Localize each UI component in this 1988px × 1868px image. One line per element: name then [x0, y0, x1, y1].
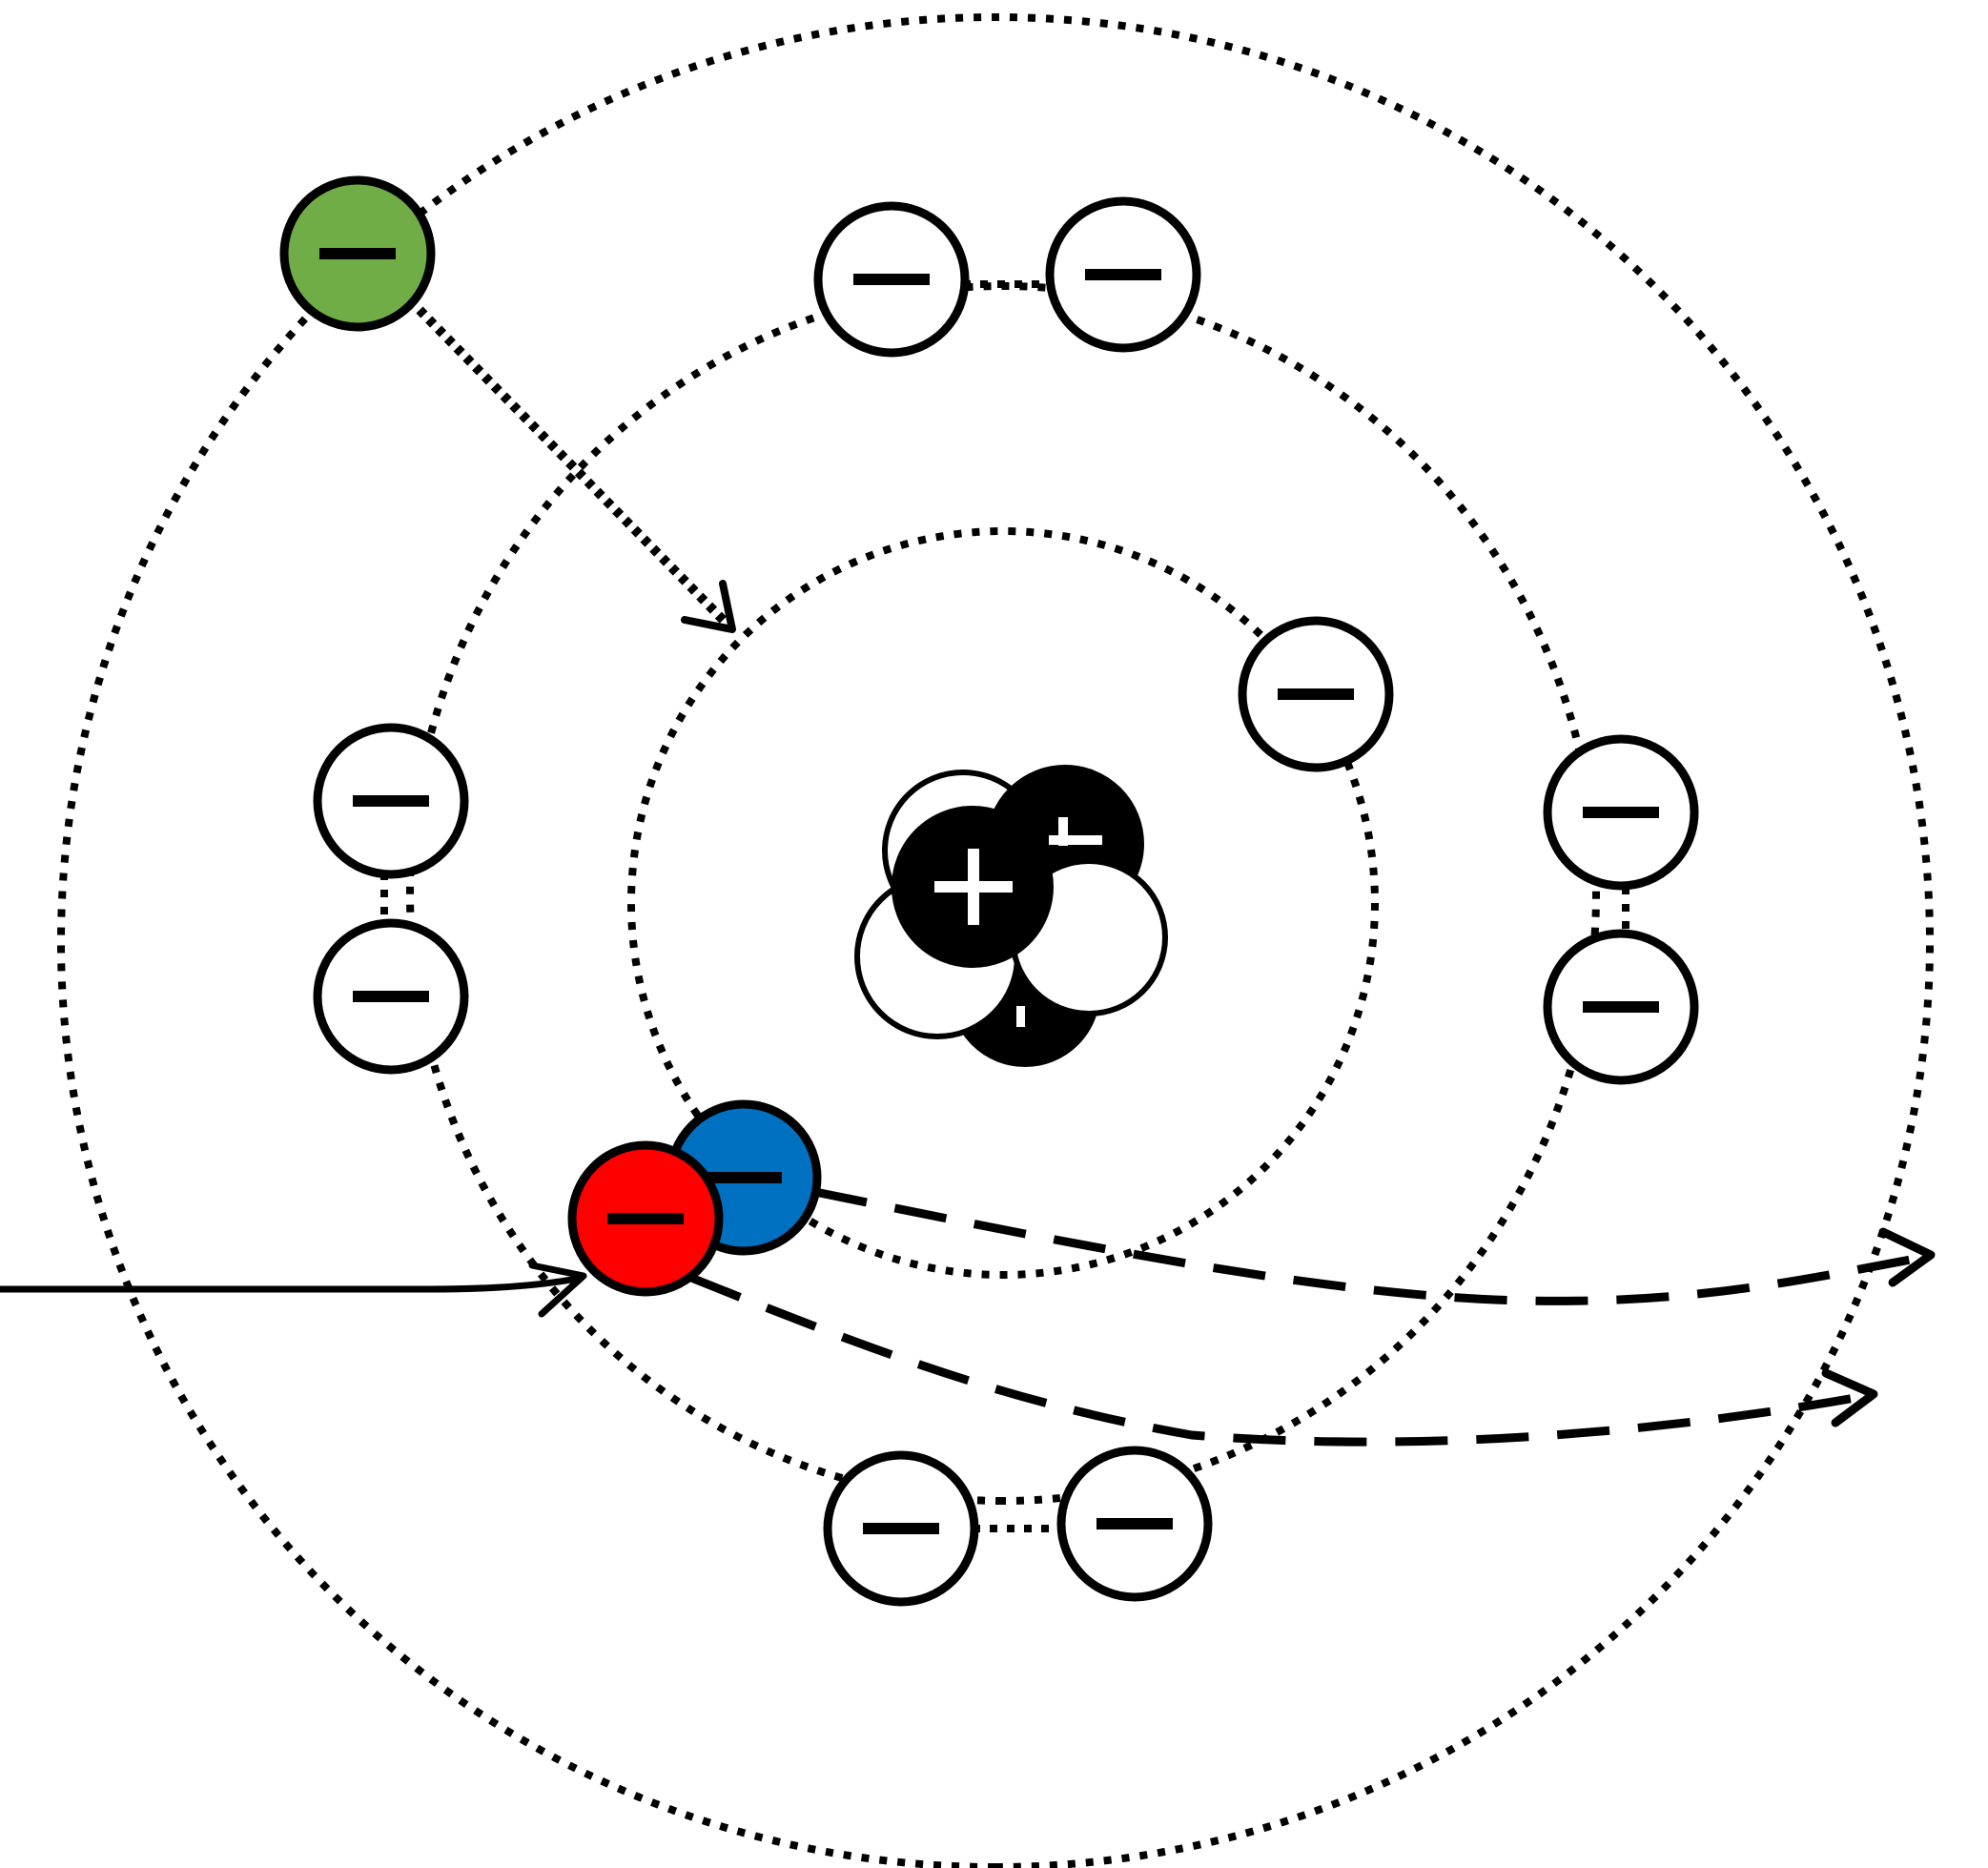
electron-pair-links — [380, 280, 1629, 1532]
incident-electron-red-minus-sign — [607, 1213, 684, 1224]
electron-middle-shell-2-minus-sign — [1085, 269, 1161, 280]
incident-electron-arrow — [0, 1274, 583, 1293]
electron-middle-shell-8-minus-sign — [1096, 1518, 1173, 1529]
proton-3-sign-v — [1016, 1006, 1025, 1027]
incident-arrow-head — [528, 1262, 587, 1318]
ejected-electron-arrow — [689, 1273, 1872, 1447]
electron-middle-shell-3-minus-sign — [353, 795, 429, 807]
electron-middle-shell-7-minus-sign — [863, 1523, 939, 1534]
nucleus — [854, 765, 1168, 1067]
electron-middle-shell-1-minus-sign — [853, 274, 930, 285]
electron-middle-shell-7 — [823, 1450, 979, 1607]
proton-1-sign-v — [1058, 817, 1068, 846]
electron-middle-shell-1 — [813, 201, 970, 358]
electron-inner-shell-minus-sign — [1278, 688, 1354, 700]
electron-middle-shell-4-minus-sign — [353, 991, 429, 1002]
transition-arrow-head — [681, 580, 736, 633]
nucleus-proton-signs — [934, 817, 1102, 1027]
electron-middle-shell-6-minus-sign — [1583, 1001, 1659, 1013]
electron-middle-shell-2 — [1045, 196, 1201, 353]
electrons — [279, 175, 1699, 1607]
ejected-electron-blue-minus-sign — [706, 1172, 782, 1183]
electron-middle-shell-3 — [313, 723, 469, 879]
electron-middle-shell-4 — [313, 918, 469, 1075]
transition-arrow-outer-to-inner — [416, 306, 736, 633]
electron-middle-shell-5-minus-sign — [1583, 807, 1659, 818]
ejected-arrow-head — [1821, 1368, 1878, 1427]
electron-inner-shell — [1238, 616, 1394, 772]
electron-outer-shell-green-minus-sign — [319, 248, 396, 259]
electron-middle-shell-6 — [1543, 929, 1699, 1085]
incident-electron-red — [567, 1140, 724, 1297]
proton-1-sign-h — [1049, 835, 1102, 845]
electron-middle-shell-8 — [1056, 1446, 1213, 1602]
electron-outer-shell-green — [279, 175, 436, 332]
scattered-arrow-head — [1878, 1227, 1936, 1287]
electron-middle-shell-5 — [1543, 734, 1699, 891]
outer-shell — [57, 12, 1934, 1868]
proton-2-sign-h — [934, 881, 1013, 893]
scattered-electron-arrow — [814, 1187, 1927, 1305]
inner-shell — [627, 527, 1379, 1279]
